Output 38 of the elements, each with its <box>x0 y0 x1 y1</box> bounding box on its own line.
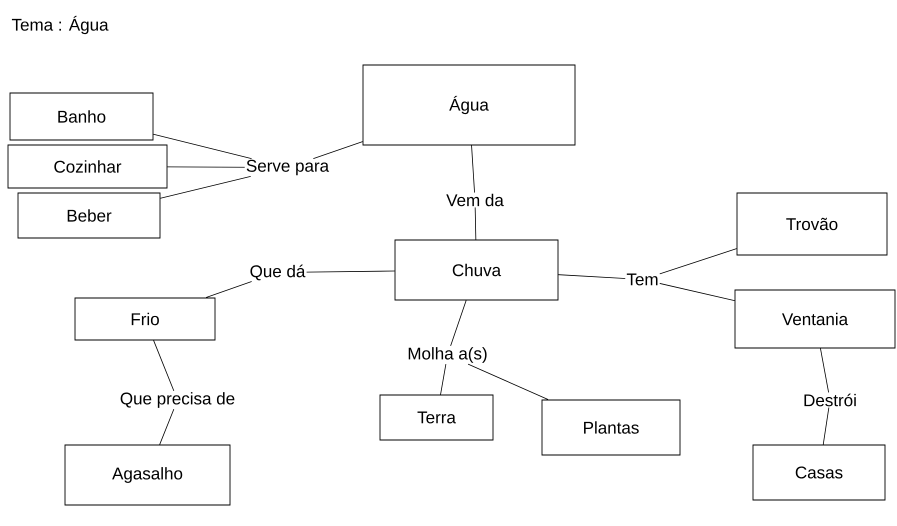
concept-box: Frio <box>74 298 216 340</box>
connector-line <box>471 145 475 193</box>
concept-box: Beber <box>18 192 160 238</box>
linking-phrase: Vem da <box>446 194 504 206</box>
title: Tema : Água <box>12 16 109 34</box>
connector-line <box>167 166 246 168</box>
connector-line <box>822 407 830 445</box>
concept-box: Trovão <box>736 192 888 256</box>
connector-line <box>450 300 467 346</box>
concept-box: Agasalho <box>64 444 230 506</box>
concept-box: Chuva <box>394 240 558 300</box>
concept-box: Terra <box>380 394 494 440</box>
connector-line <box>659 248 737 274</box>
connector-line <box>474 207 476 240</box>
connector-line <box>159 408 174 445</box>
linking-phrase: Molha a(s) <box>408 347 487 363</box>
connector-line <box>468 364 548 400</box>
linking-phrase: Destrói <box>804 394 856 406</box>
concept-box: Ventania <box>734 290 896 348</box>
linking-phrase: Serve para <box>246 160 330 176</box>
connector-line <box>659 283 735 302</box>
connector-line <box>153 340 174 392</box>
connector-line <box>153 134 252 159</box>
connector-line <box>306 270 395 273</box>
concept-box: Cozinhar <box>8 144 168 188</box>
connector-line <box>558 274 626 279</box>
concept-box: Plantas <box>542 400 680 456</box>
connector-line <box>312 141 363 159</box>
connector-line <box>160 176 252 199</box>
concept-box: Água <box>362 64 576 146</box>
concept-box: Banho <box>10 92 154 140</box>
concept-box: Casas <box>752 444 886 500</box>
linking-phrase: Que precisa de <box>120 392 234 408</box>
connector-line <box>440 364 446 395</box>
connector-line <box>820 348 829 393</box>
connector-line <box>206 281 252 298</box>
linking-phrase: Que dá <box>250 264 306 280</box>
linking-phrase: Tem <box>626 274 658 286</box>
